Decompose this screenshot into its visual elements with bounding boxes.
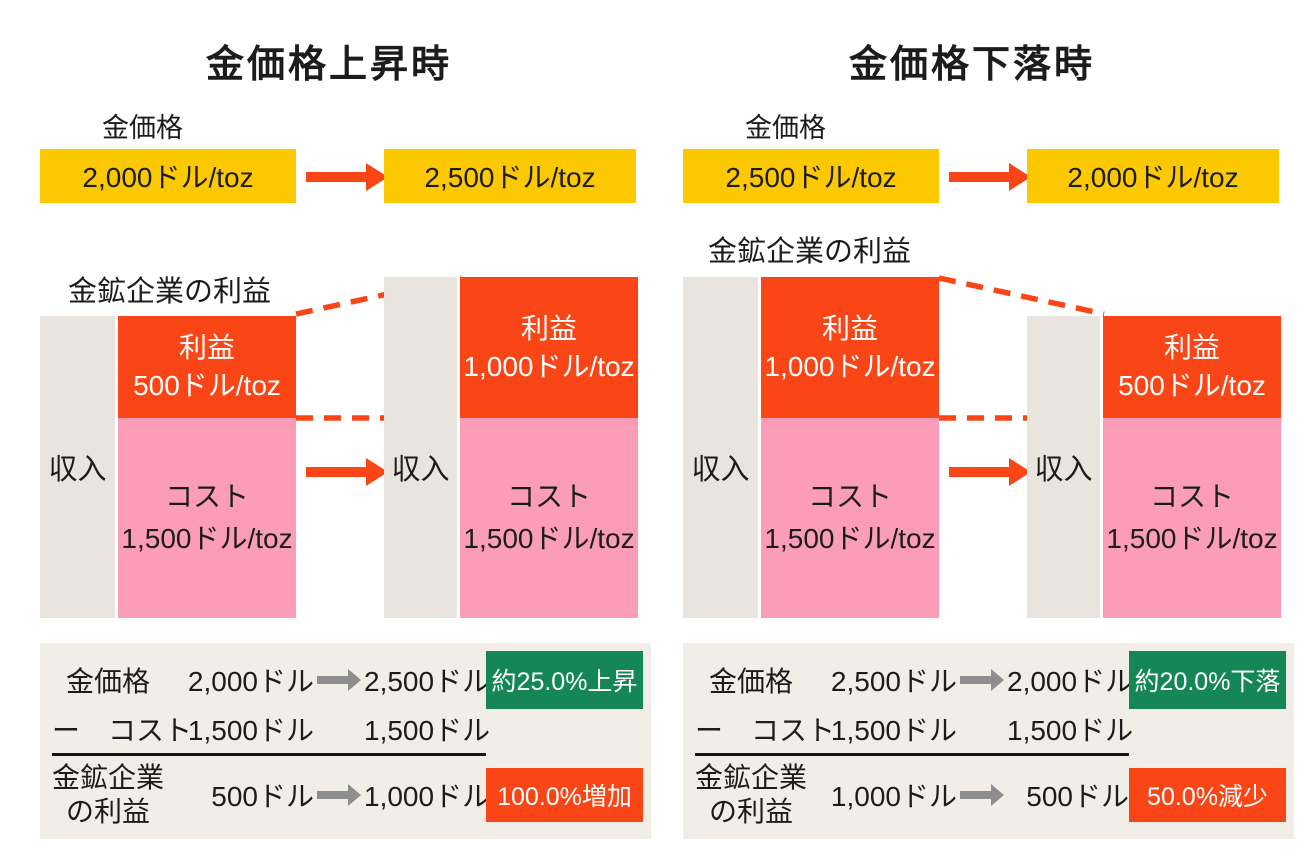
price-change-badge: 約25.0%上昇: [486, 651, 643, 709]
stacked-bar-after: 利益 1,000ドル/toz コスト 1,500ドル/toz: [460, 277, 638, 618]
panel-title: 金価格下落時: [848, 44, 1095, 86]
profit-change-arrow-icon: [306, 456, 388, 488]
summary-price-row: 金価格 2,000ドル 2,500ドル 約25.0%上昇: [52, 651, 643, 709]
summary-cost-label: ー コスト: [52, 715, 193, 746]
profit-name: 利益: [520, 312, 577, 344]
gold-price-after-box: 2,000ドル/toz: [1027, 149, 1279, 203]
summary-price-after: 2,000ドル: [1007, 666, 1134, 697]
profit-name: 利益: [821, 312, 878, 344]
cost-name: コスト: [1149, 481, 1234, 512]
revenue-label: 収入: [391, 453, 450, 486]
revenue-column-after: 収入: [384, 277, 457, 618]
summary-cost-after: 1,500ドル: [364, 715, 491, 746]
summary-cost-label: ー コスト: [695, 715, 836, 746]
revenue-label: 収入: [1034, 454, 1093, 486]
summary-price-label: 金価格: [708, 666, 793, 697]
profit-change-badge: 50.0%減少: [1129, 767, 1286, 822]
revenue-column-before: 収入: [40, 316, 115, 618]
fraction-divider: [52, 753, 486, 756]
gold-price-label: 金価格: [102, 113, 183, 143]
summary-cost-row: ー コスト 1,500ドル 1,500ドル: [695, 709, 1286, 749]
panel-gold-price-fall: 金価格下落時 金価格 2,500ドル/toz 2,000ドル/toz 金鉱企業の…: [643, 0, 1301, 865]
stacked-bar-before: 利益 500ドル/toz コスト 1,500ドル/toz: [118, 316, 296, 618]
panel-title: 金価格上昇時: [205, 44, 452, 86]
profit-block: 利益 500ドル/toz: [118, 316, 296, 418]
summary-profit-row: 金鉱企業 の利益 500ドル 1,000ドル 100.0%増加: [52, 760, 643, 829]
cost-value: 1,500ドル/toz: [1106, 523, 1278, 554]
summary-box: 金価格 2,500ドル 2,000ドル 約20.0%下落 ー コスト 1,500…: [683, 643, 1294, 839]
summary-profit-before: 500ドル: [211, 780, 314, 812]
gold-price-after-box: 2,500ドル/toz: [384, 149, 636, 203]
summary-price-before: 2,000ドル: [187, 666, 314, 697]
revenue-column-after: 収入: [1027, 316, 1100, 618]
summary-cost-before: 1,500ドル: [187, 715, 314, 746]
profit-block: 利益 1,000ドル/toz: [460, 277, 638, 418]
price-change-arrow-icon: [949, 161, 1031, 193]
stacked-bar-after: 利益 500ドル/toz コスト 1,500ドル/toz: [1103, 316, 1281, 618]
fraction-divider: [695, 753, 1129, 756]
cost-value: 1,500ドル/toz: [463, 523, 635, 554]
profit-chart-label: 金鉱企業の利益: [708, 236, 912, 268]
profit-change-arrow-icon: [949, 456, 1031, 488]
cost-name: コスト: [164, 481, 249, 512]
cost-value: 1,500ドル/toz: [121, 523, 293, 554]
summary-profit-after: 1,000ドル: [364, 780, 491, 812]
summary-cost-before: 1,500ドル: [830, 715, 957, 746]
summary-price-before: 2,500ドル: [830, 666, 957, 697]
profit-block: 利益 500ドル/toz: [1103, 316, 1281, 418]
gold-price-before-box: 2,000ドル/toz: [40, 149, 296, 203]
profit-chart-label: 金鉱企業の利益: [68, 276, 272, 308]
cost-name: コスト: [506, 481, 591, 512]
cost-name: コスト: [807, 481, 892, 512]
summary-profit-after: 500ドル: [1026, 780, 1129, 812]
grey-arrow-icon: [960, 783, 1004, 806]
summary-profit-row: 金鉱企業 の利益 1,000ドル 500ドル 50.0%減少: [695, 760, 1286, 829]
stacked-bar-before: 利益 1,000ドル/toz コスト 1,500ドル/toz: [761, 277, 939, 618]
summary-profit-before: 1,000ドル: [830, 780, 957, 812]
cost-block: コスト 1,500ドル/toz: [1103, 418, 1281, 618]
profit-name: 利益: [178, 332, 235, 364]
profit-value: 500ドル/toz: [133, 370, 281, 401]
cost-block: コスト 1,500ドル/toz: [118, 418, 296, 618]
grey-arrow-icon: [317, 783, 361, 806]
profit-change-badge: 100.0%増加: [486, 767, 643, 822]
profit-value: 500ドル/toz: [1118, 370, 1266, 401]
price-change-arrow-icon: [306, 161, 388, 193]
gold-price-before-box: 2,500ドル/toz: [683, 149, 939, 203]
summary-price-label: 金価格: [65, 666, 150, 697]
cost-block: コスト 1,500ドル/toz: [761, 418, 939, 618]
grey-arrow-icon: [960, 669, 1004, 691]
summary-box: 金価格 2,000ドル 2,500ドル 約25.0%上昇 ー コスト 1,500…: [40, 643, 651, 839]
revenue-label: 収入: [48, 454, 107, 486]
panel-gold-price-rise: 金価格上昇時 金価格 2,000ドル/toz 2,500ドル/toz 金鉱企業の…: [40, 44, 651, 839]
summary-cost-after: 1,500ドル: [1007, 715, 1134, 746]
revenue-label: 収入: [691, 453, 750, 486]
summary-cost-row: ー コスト 1,500ドル 1,500ドル: [52, 709, 643, 749]
cost-value: 1,500ドル/toz: [764, 523, 936, 554]
profit-value: 1,000ドル/toz: [463, 350, 635, 382]
summary-price-after: 2,500ドル: [364, 666, 491, 697]
summary-profit-label: 金鉱企業 の利益: [52, 761, 165, 827]
profit-value: 1,000ドル/toz: [764, 350, 936, 382]
grey-arrow-icon: [317, 669, 361, 691]
revenue-column-before: 収入: [683, 277, 758, 618]
profit-name: 利益: [1163, 332, 1220, 364]
summary-profit-label: 金鉱企業 の利益: [695, 761, 808, 827]
cost-block: コスト 1,500ドル/toz: [460, 418, 638, 618]
price-change-badge: 約20.0%下落: [1129, 651, 1286, 709]
profit-block: 利益 1,000ドル/toz: [761, 277, 939, 418]
summary-price-row: 金価格 2,500ドル 2,000ドル 約20.0%下落: [695, 651, 1286, 709]
gold-price-label: 金価格: [745, 113, 826, 143]
